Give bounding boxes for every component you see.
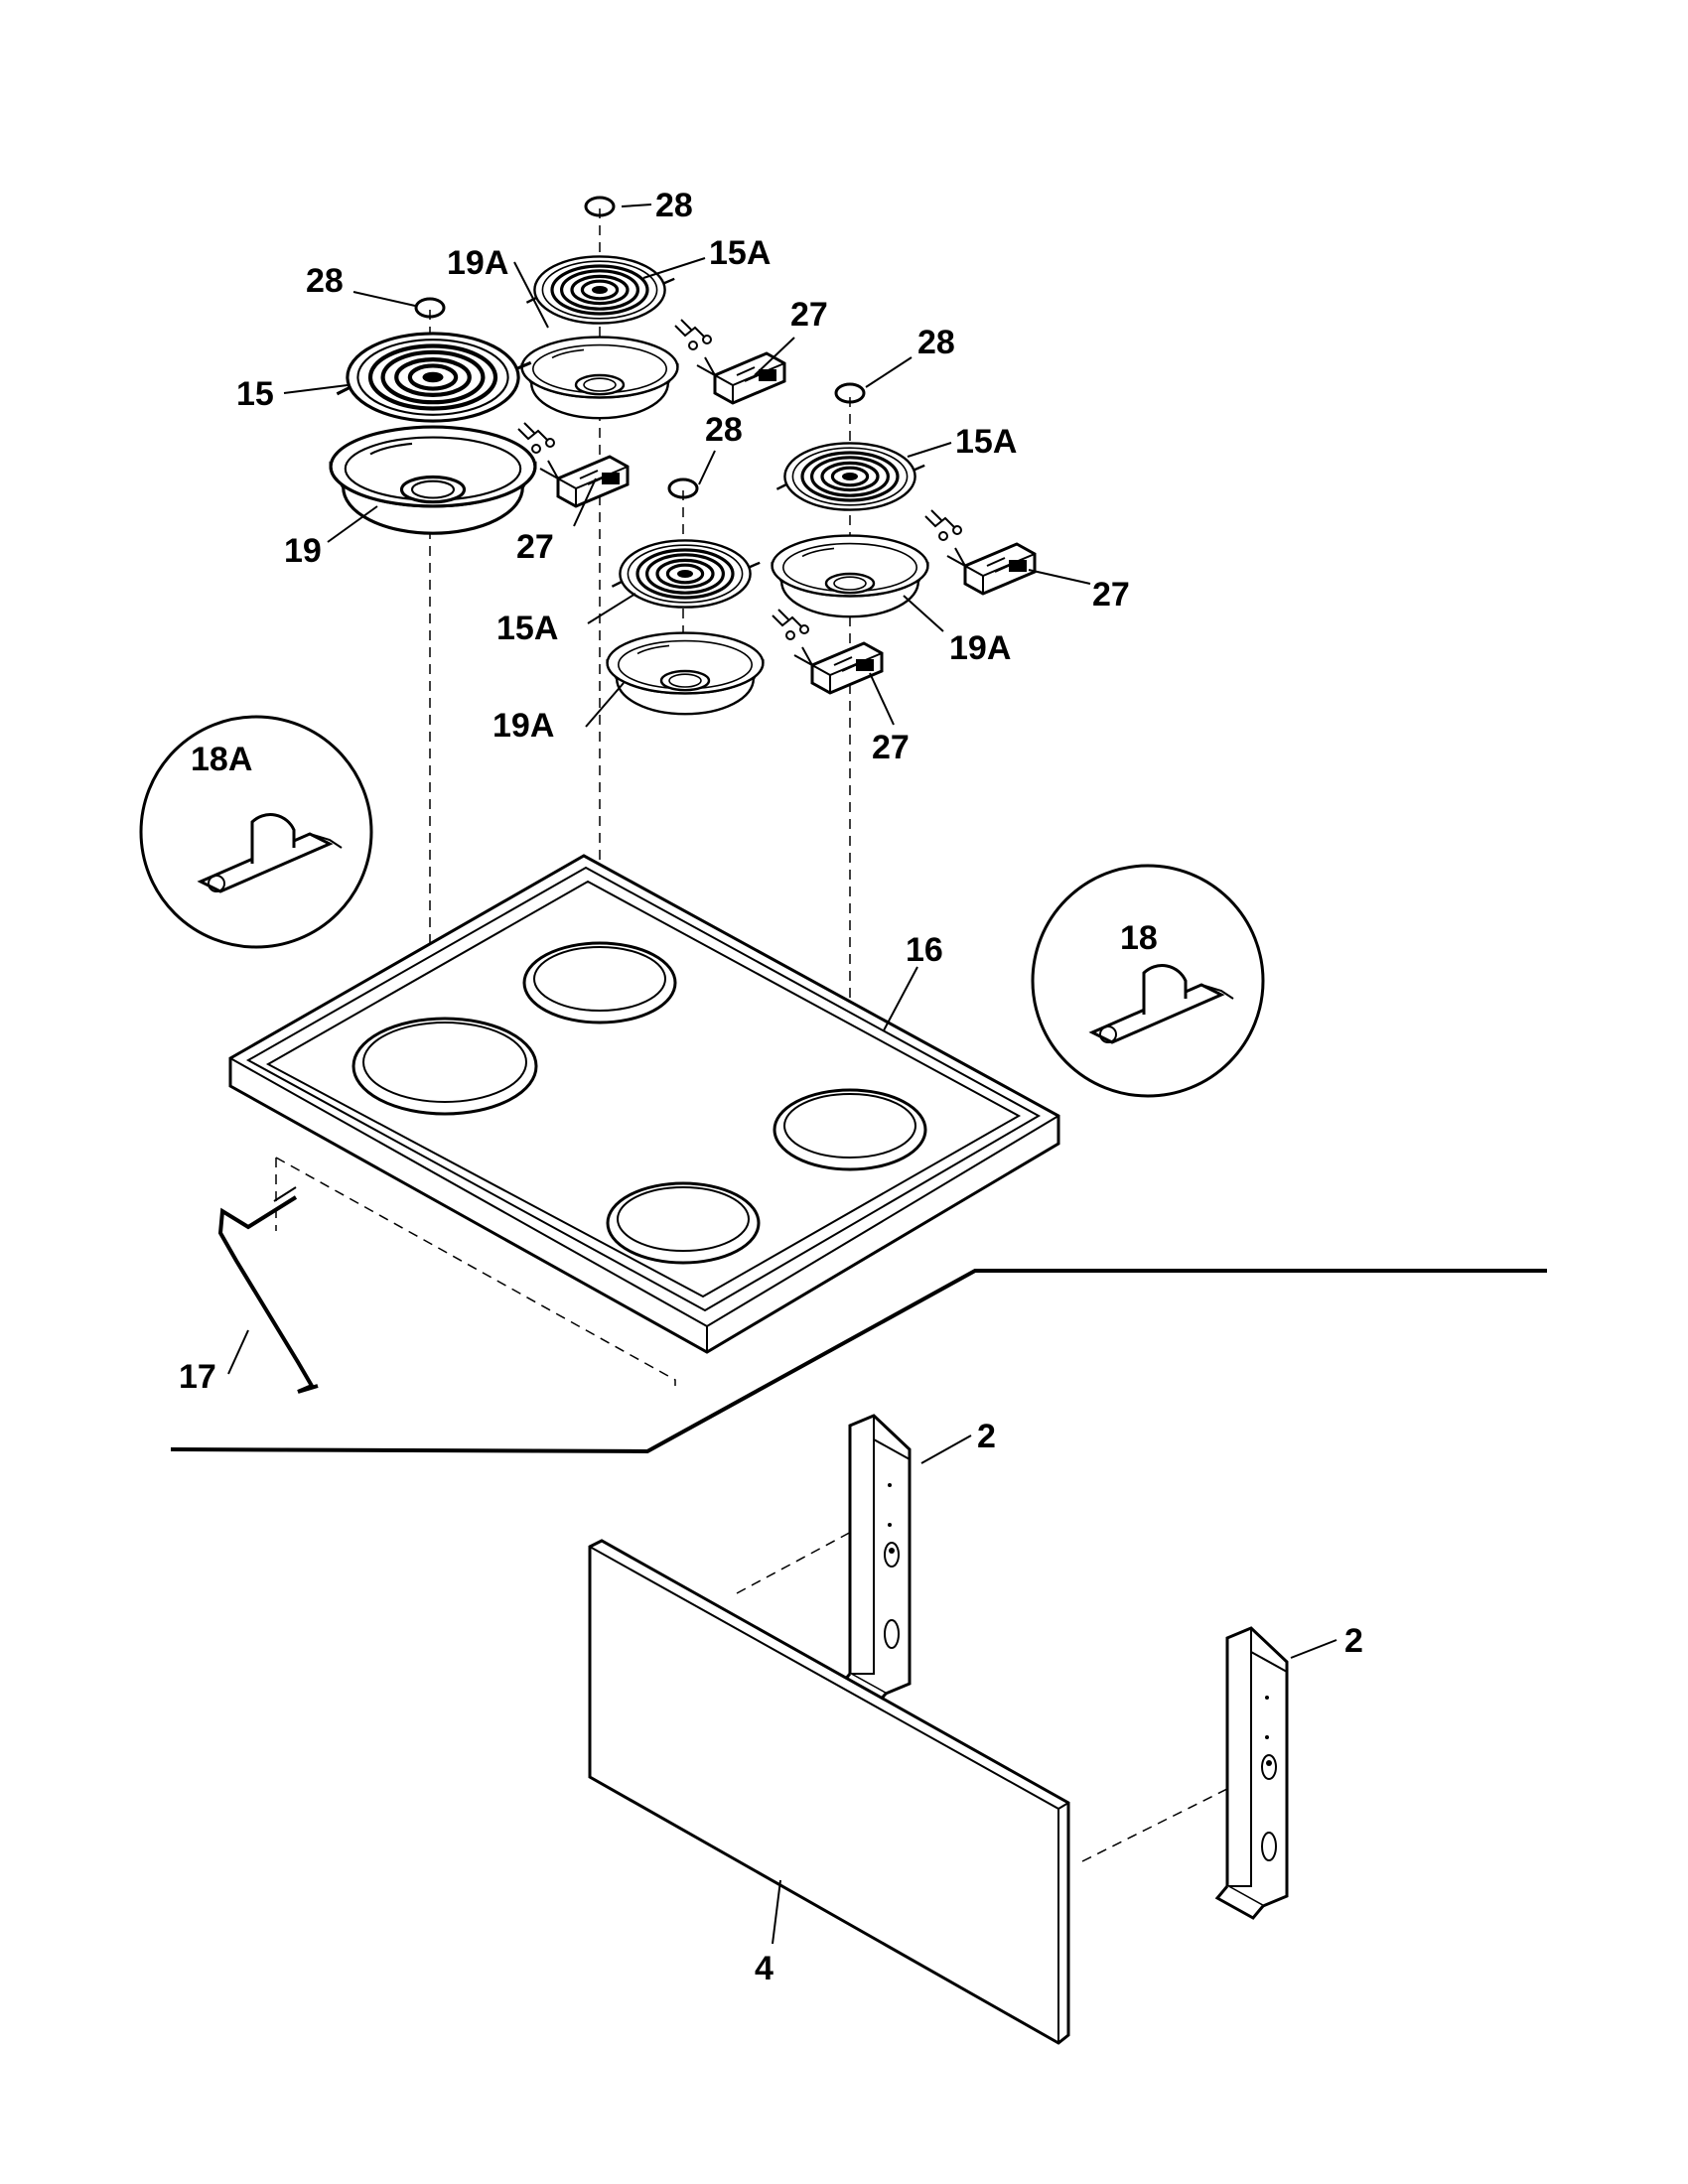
leader-lines (227, 204, 1337, 1945)
label-element-center: 15A (496, 610, 558, 647)
label-pan-right: 19A (949, 629, 1011, 667)
label-rod: 17 (179, 1358, 216, 1396)
element-left (337, 334, 530, 421)
cooktop-hole-left-rear (522, 941, 677, 1024)
receptacle-center (771, 608, 884, 695)
surface-caps (414, 196, 866, 499)
label-receptacle-center: 27 (872, 729, 910, 766)
label-panel: 4 (755, 1950, 774, 1987)
bracket-right (1215, 1626, 1289, 1920)
label-hinge-18: 18 (1120, 919, 1158, 957)
cooktop-support-rod (217, 1157, 676, 1394)
label-cap-rear: 28 (655, 187, 693, 224)
cooktop-hole-right-front (606, 1181, 761, 1265)
label-pan-rear: 19A (447, 244, 508, 282)
label-pan-left: 19 (284, 532, 322, 570)
label-hinge-18a: 18A (191, 741, 252, 778)
label-cap-right: 28 (917, 324, 955, 361)
label-receptacle-left: 27 (516, 528, 554, 566)
hinge-detail-18 (1031, 864, 1265, 1098)
label-receptacle-right: 27 (1092, 576, 1130, 614)
label-pan-center: 19A (492, 707, 554, 745)
label-element-left: 15 (236, 375, 274, 413)
label-element-rear: 15A (709, 234, 771, 272)
section-break-line (170, 1269, 1547, 1454)
label-cap-left: 28 (306, 262, 344, 300)
label-cooktop: 16 (906, 931, 943, 969)
drip-pan-rear (520, 336, 679, 420)
label-element-right: 15A (955, 423, 1017, 461)
part-labels: 28 28 28 28 15 15A 15A 15A 19 19A 19A 19… (179, 187, 1363, 1987)
front-panel (588, 1539, 1070, 2045)
cooktop-hole-left-front (352, 1017, 538, 1116)
drip-pan-center (606, 631, 765, 716)
label-cap-center: 28 (705, 411, 743, 449)
cooktop-hole-right-rear (773, 1088, 927, 1171)
cooktop (228, 854, 1060, 1354)
label-receptacle-rear: 27 (790, 296, 828, 334)
element-right (774, 441, 926, 512)
bracket-left (838, 1414, 912, 1707)
label-bracket-right: 2 (1344, 1622, 1363, 1660)
drip-pan-right (771, 534, 929, 618)
label-bracket-left: 2 (977, 1418, 996, 1455)
element-center (610, 538, 762, 610)
element-rear (524, 254, 676, 326)
hinge-detail-18a (139, 715, 373, 949)
receptacle-right (923, 508, 1037, 596)
